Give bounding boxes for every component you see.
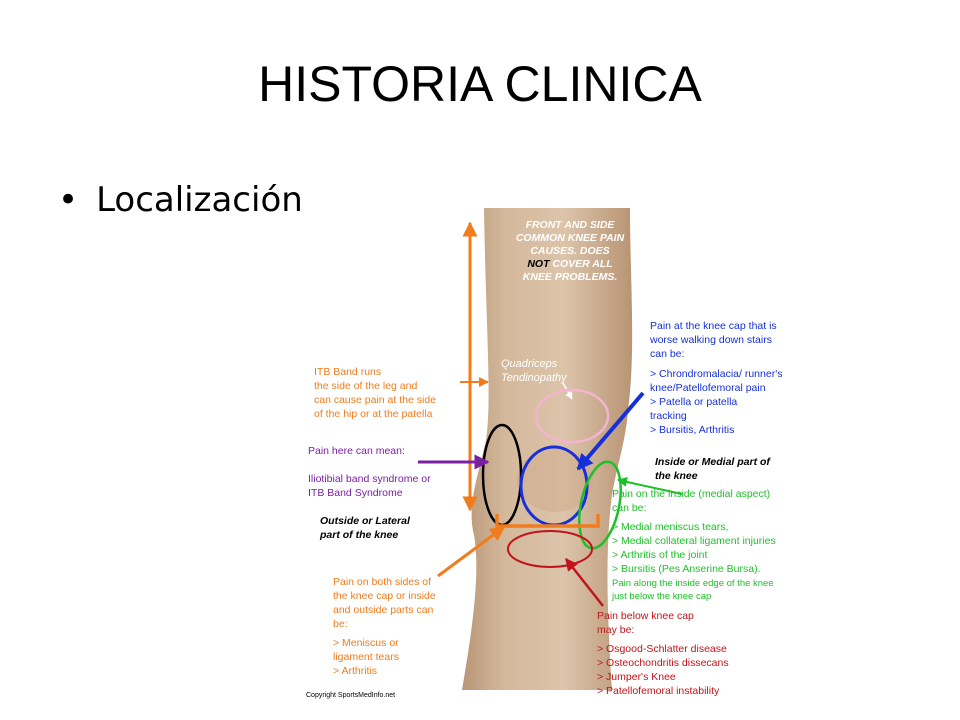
bullet-dot: • <box>58 180 79 220</box>
svg-text:> Chrondromalacia/ runner's: > Chrondromalacia/ runner's <box>650 368 782 380</box>
svg-text:COMMON KNEE PAIN: COMMON KNEE PAIN <box>516 232 625 244</box>
bullet-item: • Localización <box>58 180 303 220</box>
diagram-header: FRONT AND SIDE COMMON KNEE PAIN CAUSES. … <box>516 219 625 283</box>
svg-text:> Arthritis of the joint: > Arthritis of the joint <box>612 549 708 561</box>
inside-pain-text: Pain on the inside (medial aspect) can b… <box>611 488 776 602</box>
svg-text:the side of the leg and: the side of the leg and <box>314 380 417 392</box>
knee-pain-diagram: FRONT AND SIDE COMMON KNEE PAIN CAUSES. … <box>306 208 782 699</box>
slide-title: HISTORIA CLINICA <box>258 56 702 112</box>
svg-text:the knee: the knee <box>655 470 698 482</box>
copyright-text: Copyright SportsMedInfo.net <box>306 692 395 699</box>
svg-text:> Osgood-Schlatter disease: > Osgood-Schlatter disease <box>597 643 727 655</box>
svg-text:of the hip or at the patella: of the hip or at the patella <box>314 408 433 420</box>
svg-text:NOT COVER ALL: NOT COVER ALL <box>527 258 612 270</box>
orange-lower-arrow <box>437 525 506 578</box>
knee-cap-text: Pain at the knee cap that is worse walki… <box>649 320 782 436</box>
svg-text:Pain along the inside edge of: Pain along the inside edge of the knee <box>612 578 774 589</box>
svg-text:ligament tears: ligament tears <box>333 651 399 663</box>
svg-text:Pain at the knee cap that is: Pain at the knee cap that is <box>650 320 777 332</box>
bullet-text: Localización <box>96 180 303 220</box>
svg-text:> Meniscus or: > Meniscus or <box>333 637 399 649</box>
svg-text:can cause pain at the side: can cause pain at the side <box>314 394 436 406</box>
svg-text:worse walking down stairs: worse walking down stairs <box>649 334 772 346</box>
svg-text:> Patellofemoral instability: > Patellofemoral instability <box>597 685 720 697</box>
svg-text:knee/Patellofemoral pain: knee/Patellofemoral pain <box>650 382 766 394</box>
pain-here-text: Pain here can mean: <box>308 445 405 457</box>
svg-text:may be:: may be: <box>597 624 634 636</box>
svg-text:FRONT AND SIDE: FRONT AND SIDE <box>526 219 616 231</box>
svg-text:Inside or Medial part of: Inside or Medial part of <box>655 456 771 468</box>
quadriceps-tendon-ellipse <box>534 388 610 444</box>
below-cap-text: Pain below knee cap may be: > Osgood-Sch… <box>597 610 729 697</box>
svg-text:tracking: tracking <box>650 410 687 422</box>
svg-text:> Arthritis: > Arthritis <box>333 665 377 677</box>
svg-text:> Bursitis, Arthritis: > Bursitis, Arthritis <box>650 424 734 436</box>
svg-text:can be:: can be: <box>612 502 646 514</box>
svg-text:can be:: can be: <box>650 348 684 360</box>
medial-ellipse <box>578 460 622 550</box>
svg-text:KNEE PROBLEMS.: KNEE PROBLEMS. <box>523 271 618 283</box>
joint-line-bracket <box>495 514 600 528</box>
quadriceps-label: Quadriceps Tendinopathy <box>501 358 568 384</box>
svg-text:ITB Band Syndrome: ITB Band Syndrome <box>308 487 403 499</box>
svg-text:just below the knee cap: just below the knee cap <box>611 591 711 602</box>
svg-text:> Osteochondritis dissecans: > Osteochondritis dissecans <box>597 657 729 669</box>
svg-text:Quadriceps: Quadriceps <box>501 358 558 370</box>
svg-text:Pain on the inside (medial asp: Pain on the inside (medial aspect) <box>612 488 770 500</box>
svg-text:Outside or Lateral: Outside or Lateral <box>320 515 411 527</box>
inside-medial-label: Inside or Medial part of the knee <box>655 456 771 482</box>
svg-text:Pain on both sides of: Pain on both sides of <box>333 576 431 588</box>
green-arrow <box>617 477 683 495</box>
blue-arrow <box>576 391 645 471</box>
svg-text:> Medial meniscus tears,: > Medial meniscus tears, <box>612 521 728 533</box>
itb-band-text: ITB Band runs the side of the leg and ca… <box>314 366 436 420</box>
svg-text:Tendinopathy: Tendinopathy <box>501 372 568 384</box>
svg-text:ITB Band runs: ITB Band runs <box>314 366 381 378</box>
svg-text:Pain below knee cap: Pain below knee cap <box>597 610 694 622</box>
svg-text:> Medial collateral ligament i: > Medial collateral ligament injuries <box>612 535 776 547</box>
itb-syndrome-text: Iliotibial band syndrome or ITB Band Syn… <box>308 473 431 499</box>
svg-text:> Patella or patella: > Patella or patella <box>650 396 737 408</box>
svg-text:be:: be: <box>333 618 348 630</box>
outside-lateral-label: Outside or Lateral part of the knee <box>319 515 411 541</box>
svg-text:part of the knee: part of the knee <box>319 529 398 541</box>
svg-text:> Bursitis (Pes Anserine Bursa: > Bursitis (Pes Anserine Bursa). <box>612 563 761 575</box>
svg-text:and outside parts can: and outside parts can <box>333 604 434 616</box>
svg-text:Iliotibial band syndrome or: Iliotibial band syndrome or <box>308 473 431 485</box>
red-arrow <box>565 558 604 607</box>
svg-text:the knee cap or inside: the knee cap or inside <box>333 590 436 602</box>
both-sides-text: Pain on both sides of the knee cap or in… <box>333 576 436 677</box>
svg-text:> Jumper's Knee: > Jumper's Knee <box>597 671 676 683</box>
kneecap-shading <box>517 448 593 512</box>
below-kneecap-ellipse <box>507 530 593 568</box>
svg-text:CAUSES. DOES: CAUSES. DOES <box>530 245 609 257</box>
